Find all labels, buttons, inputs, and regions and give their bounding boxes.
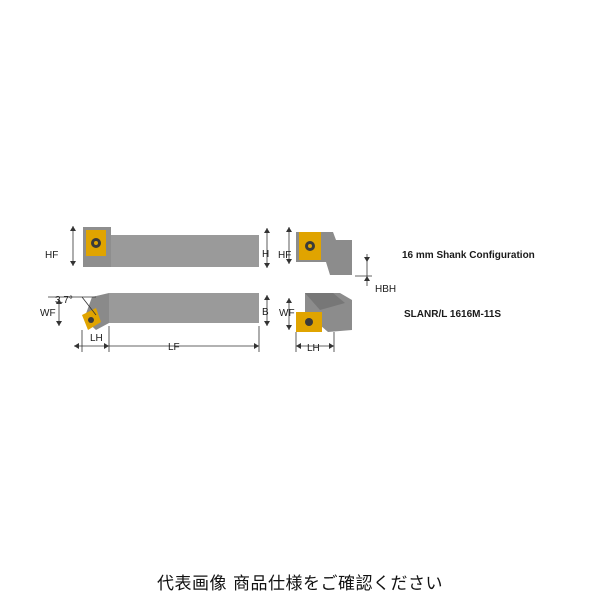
b-label: B [262, 307, 269, 318]
h-label: H [262, 249, 269, 260]
wf-top-label: WF [40, 308, 56, 319]
config-title: 16 mm Shank Configuration [402, 250, 535, 261]
top-end-view: WF LH [279, 293, 352, 354]
wf-side-label: WF [279, 308, 295, 319]
top-shank [109, 293, 259, 323]
lf-label: LF [168, 342, 180, 353]
hbh-label: HBH [375, 284, 396, 295]
front-view: HF H [45, 226, 270, 268]
hf-top-label: HF [45, 250, 58, 261]
front-shank [111, 235, 259, 267]
part-number: SLANR/L 1616M-11S [404, 309, 501, 320]
lh-top-label: LH [90, 333, 103, 344]
hf-side-label: HF [278, 250, 291, 261]
top-view: 3.7° WF B LH LF [40, 293, 270, 353]
caption: 代表画像 商品仕様をご確認ください [157, 574, 443, 594]
angle-label: 3.7° [55, 295, 73, 306]
end-view: HF HBH [278, 227, 396, 295]
lh-side-label: LH [307, 343, 320, 354]
